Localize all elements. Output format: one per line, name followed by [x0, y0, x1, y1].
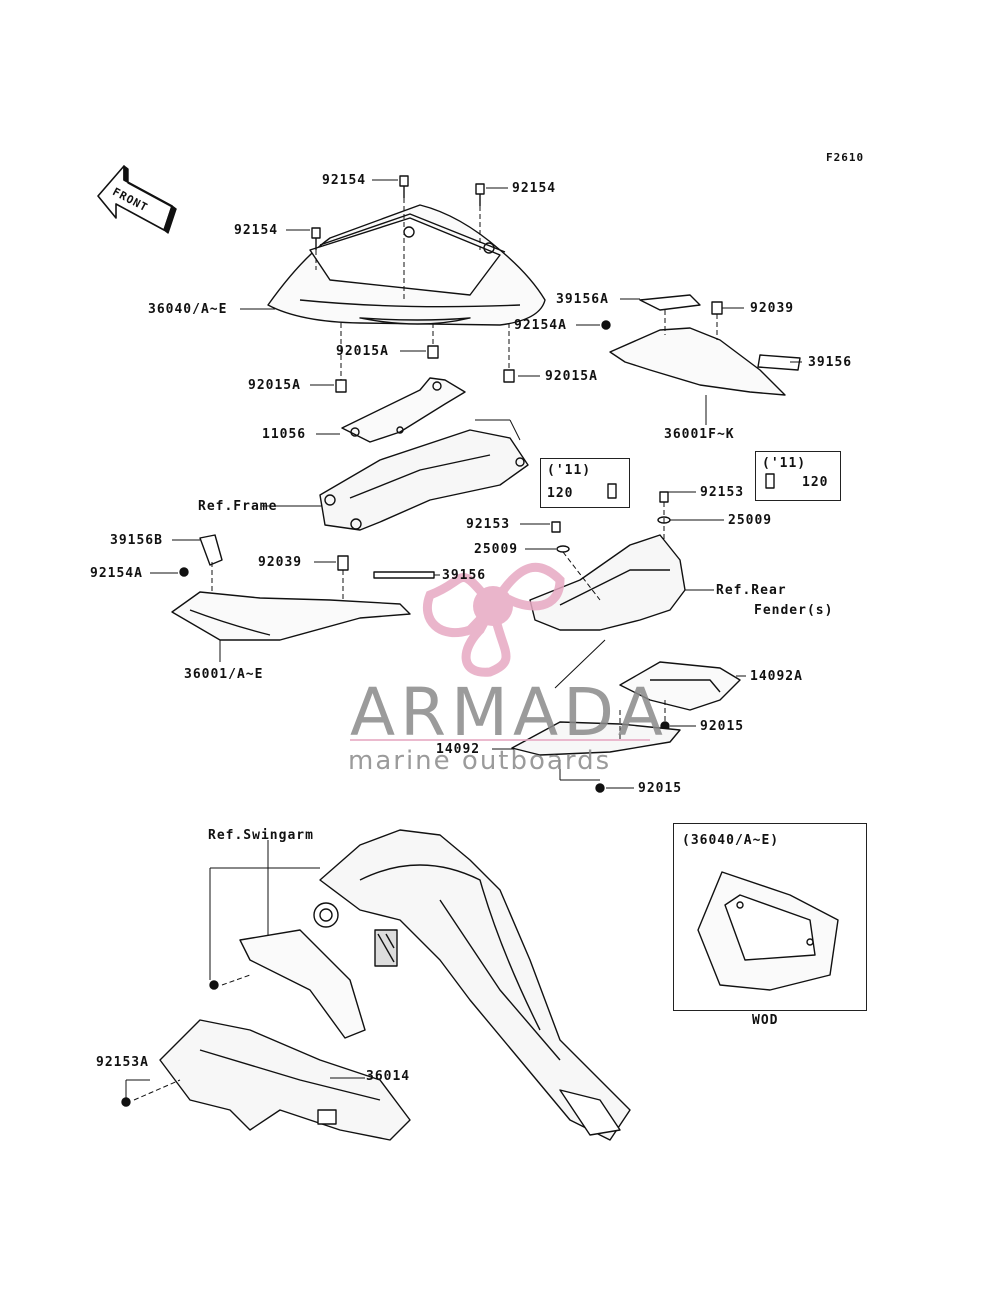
- armada-propeller-logo: [422, 562, 565, 677]
- label-fender-s[interactable]: Fender(s): [754, 603, 834, 618]
- watermark-brand: ARMADA: [350, 674, 668, 751]
- label-ref-swingarm[interactable]: Ref.Swingarm: [208, 828, 314, 843]
- label-92153a[interactable]: 92153A: [96, 1055, 149, 1070]
- chain-cover-36014-part: [159, 1019, 411, 1141]
- label-120-left[interactable]: 120: [547, 486, 574, 501]
- inset-box: (36040/A~E): [673, 823, 867, 1011]
- label-14092[interactable]: 14092: [436, 742, 481, 757]
- screw-icons: [311, 175, 515, 393]
- label-39156-left[interactable]: 39156: [442, 568, 487, 583]
- inset-caption: WOD: [752, 1013, 779, 1028]
- label-11056[interactable]: 11056: [262, 427, 307, 442]
- box-2011-right-title: ('11): [762, 456, 807, 471]
- label-92039-left[interactable]: 92039: [258, 555, 303, 570]
- label-25009-mid[interactable]: 25009: [474, 542, 519, 557]
- label-120-right[interactable]: 120: [802, 475, 829, 490]
- box-2011-left-title: ('11): [547, 463, 592, 478]
- label-92154a-right[interactable]: 92154A: [514, 318, 567, 333]
- label-92154a-left[interactable]: 92154A: [90, 566, 143, 581]
- swingarm-part: [313, 829, 631, 1141]
- front-arrow-icon: [97, 165, 177, 234]
- label-ref-rear[interactable]: Ref.Rear: [716, 583, 787, 598]
- rear-fender-part: [529, 473, 775, 631]
- box-2011-right: ('11) 120: [755, 451, 841, 501]
- cover-14092a-part: [619, 661, 741, 731]
- label-39156-right[interactable]: 39156: [808, 355, 853, 370]
- label-92015a-right[interactable]: 92015A: [545, 369, 598, 384]
- label-92015-upper[interactable]: 92015: [700, 719, 745, 734]
- label-36014[interactable]: 36014: [366, 1069, 411, 1084]
- label-25009-right[interactable]: 25009: [728, 513, 773, 528]
- cover-14092-part: [511, 721, 681, 793]
- chain-guard-part: [239, 929, 398, 1039]
- label-92015a-upper[interactable]: 92015A: [336, 344, 389, 359]
- box-2011-left: ('11) 120: [540, 458, 630, 508]
- label-39156b[interactable]: 39156B: [110, 533, 163, 548]
- label-36001fk[interactable]: 36001F~K: [664, 427, 735, 442]
- inset-seat-cover-part: [697, 871, 839, 991]
- frame-part: [319, 429, 529, 531]
- label-14092a[interactable]: 14092A: [750, 669, 803, 684]
- side-cover-right-part: [601, 294, 801, 396]
- label-92154-top-right[interactable]: 92154: [512, 181, 557, 196]
- label-36001ae[interactable]: 36001/A~E: [184, 667, 264, 682]
- watermark-tagline: marine outboards: [348, 746, 612, 776]
- label-92154-left[interactable]: 92154: [234, 223, 279, 238]
- label-92015a-left[interactable]: 92015A: [248, 378, 301, 393]
- label-92015-lower[interactable]: 92015: [638, 781, 683, 796]
- label-92153-mid[interactable]: 92153: [466, 517, 511, 532]
- bracket-part: [341, 377, 466, 443]
- figure-code: F2610: [826, 151, 865, 164]
- inset-title: (36040/A~E): [682, 833, 780, 848]
- side-cover-left-part: [171, 534, 435, 641]
- label-ref-frame[interactable]: Ref.Frame: [198, 499, 278, 514]
- label-92039-right[interactable]: 92039: [750, 301, 795, 316]
- seat-cowl-part: [267, 204, 546, 326]
- label-92153-right[interactable]: 92153: [700, 485, 745, 500]
- label-36040[interactable]: 36040/A~E: [148, 302, 228, 317]
- label-39156a[interactable]: 39156A: [556, 292, 609, 307]
- label-92154-top[interactable]: 92154: [322, 173, 367, 188]
